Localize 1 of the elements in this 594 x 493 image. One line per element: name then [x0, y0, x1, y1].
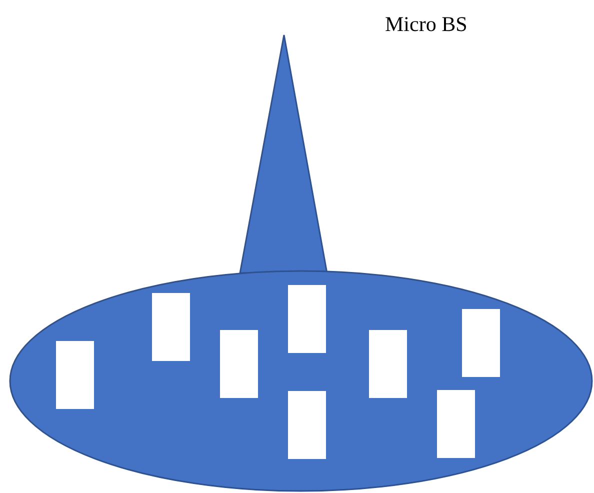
station-label: Micro BS	[385, 12, 468, 37]
